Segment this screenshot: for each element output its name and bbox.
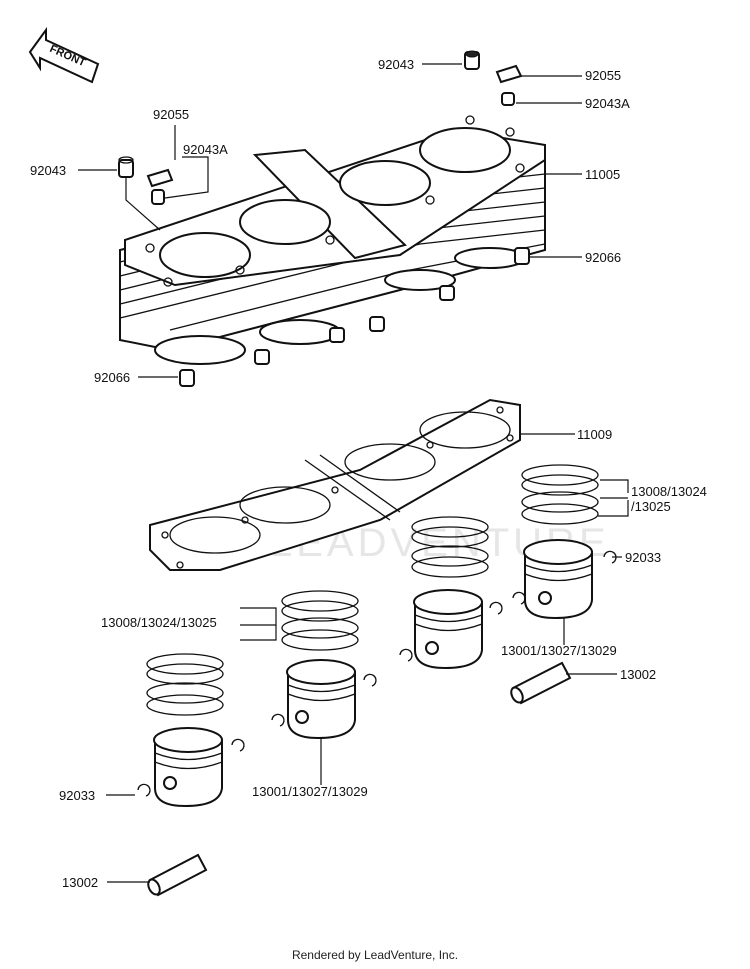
callout-rings-middle: 13008/13024/13025	[101, 615, 217, 630]
callout-92033-left: 92033	[59, 788, 95, 803]
cylinder-block	[119, 115, 546, 365]
callout-92043a-left: 92043A	[183, 142, 228, 157]
piston-middle	[286, 659, 356, 740]
callout-13002-right: 13002	[620, 667, 656, 682]
piston-right	[523, 539, 593, 620]
callout-piston-right: 13001/13027/13029	[501, 643, 617, 658]
cylinder-base-gasket	[149, 398, 521, 571]
callout-92066-left: 92066	[94, 370, 130, 385]
callout-92066-right: 92066	[585, 250, 621, 265]
bolt-92043A-right	[501, 92, 515, 106]
callout-92043a-top: 92043A	[585, 96, 630, 111]
piston-center	[413, 589, 483, 670]
leader-lines	[78, 63, 629, 883]
footer-credit: Rendered by LeadVenture, Inc.	[291, 948, 459, 962]
dowel-92043-left	[118, 156, 134, 178]
piston-pin-left	[147, 853, 208, 897]
piston-rings-left	[146, 653, 224, 716]
dowel-92066-right	[514, 247, 530, 265]
piston-pin-right	[510, 661, 572, 705]
piston-rings-middle	[281, 590, 359, 651]
callout-92033-right: 92033	[625, 550, 661, 565]
piston-left	[153, 727, 223, 808]
callout-13002-left: 13002	[62, 875, 98, 890]
callout-rings-right-line2: /13025	[631, 499, 671, 514]
callout-92043-top: 92043	[378, 57, 414, 72]
piston-rings-right	[521, 464, 599, 525]
gasket-92055-left	[146, 168, 174, 188]
callout-piston-middle: 13001/13027/13029	[252, 784, 368, 799]
dowel-92066-left	[179, 369, 195, 387]
callout-92043-left: 92043	[30, 163, 66, 178]
gasket-92055-right	[495, 64, 523, 84]
callout-11009: 11009	[577, 427, 612, 442]
callout-11005: 11005	[585, 167, 620, 182]
callout-92055-top: 92055	[585, 68, 621, 83]
dowel-92043-right	[464, 50, 480, 70]
callout-92055-left: 92055	[153, 107, 189, 122]
callout-rings-right-line1: 13008/13024	[631, 484, 707, 499]
piston-rings-center	[411, 516, 489, 578]
bolt-92043A-left	[151, 189, 165, 205]
front-arrow: FRONT	[28, 26, 100, 84]
circlips	[137, 550, 617, 797]
